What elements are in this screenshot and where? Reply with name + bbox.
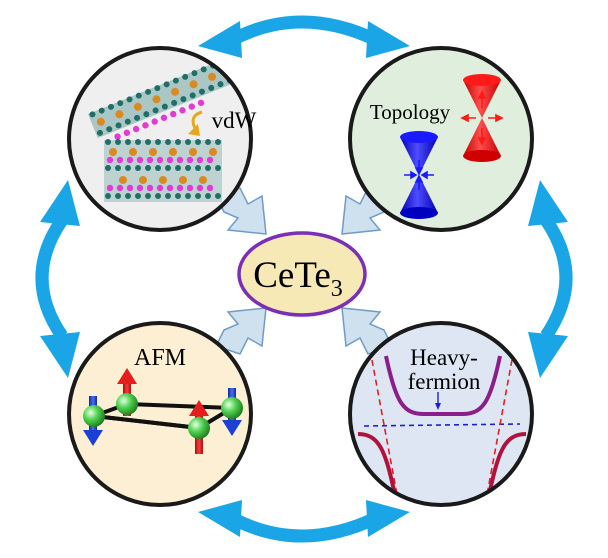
panel-afm: AFM <box>67 321 253 507</box>
atom <box>221 397 243 419</box>
center-node: CeTe3 <box>237 231 367 317</box>
conduction-band-dashed-right <box>485 359 513 501</box>
blue-dirac-cone <box>400 131 438 219</box>
upper-band <box>384 355 502 416</box>
panel-topology: Topology <box>348 46 534 232</box>
red-dirac-cone <box>460 74 504 162</box>
cycle-arrow-bottom <box>198 500 410 543</box>
panel-heavy-fermion: Heavy- fermion <box>348 321 534 507</box>
cycle-arrow-right <box>528 180 573 378</box>
afm-label: AFM <box>134 345 186 371</box>
fermi-level-line <box>363 423 521 427</box>
center-label: CeTe3 <box>253 255 343 302</box>
vdw-label: vdW <box>212 108 257 133</box>
heavy-fermion-label-line1: Heavy- <box>410 345 478 370</box>
flat-band-pointer-icon <box>435 403 441 410</box>
heavy-fermion-label-line2: fermion <box>408 369 481 394</box>
inward-arrow-bottom-right <box>341 307 394 355</box>
atom <box>83 405 105 427</box>
cycle-arrow-top <box>198 15 410 58</box>
atom <box>188 417 210 439</box>
vdw-arrow-icon <box>188 124 200 136</box>
cycle-arrow-left <box>35 180 80 378</box>
panel-vdw: vdW <box>67 46 257 232</box>
atom <box>116 393 138 415</box>
topology-label: Topology <box>370 100 451 124</box>
lower-band-left <box>357 432 398 501</box>
layered-crystal-illustration <box>87 57 237 202</box>
lower-band-right <box>486 432 527 501</box>
conduction-band-dashed-left <box>371 359 399 501</box>
